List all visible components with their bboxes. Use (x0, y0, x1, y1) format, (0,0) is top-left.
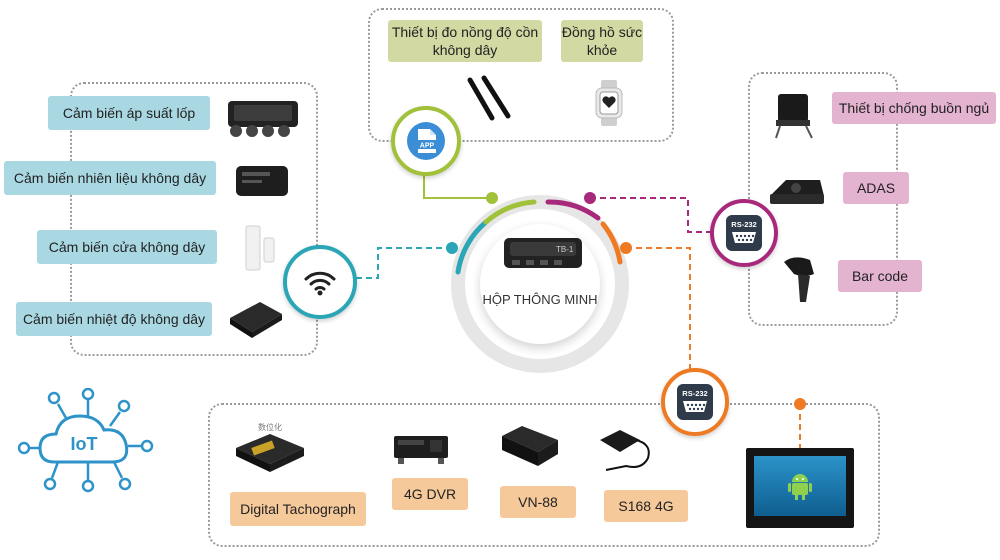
bottom-label-4g-dvr: 4G DVR (392, 478, 468, 510)
svg-text:RS-232: RS-232 (682, 389, 707, 398)
hub-outer-ring (451, 195, 629, 373)
rs232-label-barcode: Bar code (838, 260, 922, 292)
wifi-node (283, 245, 357, 319)
wifi-icon (304, 271, 336, 296)
svg-text:APP: APP (420, 143, 435, 150)
4g-dvr-image (394, 436, 448, 464)
rs232-label-anti-drowsy: Thiết bị chống buồn ngủ (832, 92, 996, 124)
svg-text:IoT: IoT (71, 434, 98, 454)
rs232-connector-icon: RS-232 (677, 384, 713, 420)
rs232-bottom-node: RS-232 (661, 368, 729, 436)
sensor-label-fuel: Cảm biến nhiên liệu không dây (4, 161, 216, 195)
android-display (746, 448, 854, 528)
dot-android-display (794, 398, 806, 410)
android-display-screen (754, 456, 846, 516)
app-label-health-watch: Đồng hồ sức khỏe (561, 20, 643, 62)
svg-text:数位化: 数位化 (258, 422, 282, 432)
fuel-sensor-image (236, 166, 288, 196)
alcohol-tester-image (467, 75, 511, 121)
bottom-label-digital-tachograph: Digital Tachograph (230, 492, 366, 526)
hub-device-image: TB-1 (504, 238, 582, 268)
line-rs232-bottom (626, 247, 691, 372)
hub-arc-app (483, 199, 537, 225)
hub-arc-rs232-bottom (600, 221, 623, 265)
s168-4g-image (600, 430, 650, 471)
app-group-box (368, 8, 674, 142)
app-icon: APP (407, 122, 445, 160)
hub-arc-wifi (455, 219, 489, 275)
vn-88-image (502, 426, 558, 466)
temperature-sensor-image (230, 302, 282, 338)
bottom-label-s168-4g: S168 4G (604, 490, 688, 522)
line-rs232-top (590, 197, 714, 233)
anti-drowsy-device-image (775, 94, 813, 139)
adas-camera-image (770, 180, 824, 204)
app-label-alcohol-tester: Thiết bị đo nồng độ cồn không dây (388, 20, 542, 62)
hub-title: HỘP THÔNG MINH (482, 292, 598, 307)
sensor-label-tire-pressure: Cảm biến áp suất lốp (48, 96, 210, 130)
hub-device-label: TB-1 (556, 245, 574, 254)
tire-pressure-sensor-image (228, 101, 298, 137)
digital-tachograph-image: 数位化 (236, 422, 304, 472)
bottom-label-vn-88: VN-88 (500, 486, 576, 518)
smartwatch-image (595, 80, 623, 126)
sensor-group-box (70, 82, 318, 356)
barcode-scanner-image (784, 257, 814, 302)
app-node: APP (391, 106, 461, 176)
rs232-label-adas: ADAS (843, 172, 909, 204)
rs232-connector-icon: RS-232 (726, 215, 762, 251)
svg-text:RS-232: RS-232 (731, 220, 756, 229)
iot-cloud-icon: IoT (18, 388, 154, 493)
rs232-top-node: RS-232 (710, 199, 778, 267)
bottom-devices-group-box (208, 403, 880, 547)
hub-arc-rs232-top (545, 199, 601, 221)
android-icon (788, 474, 812, 500)
sensor-label-temperature: Cảm biến nhiệt độ không dây (16, 302, 212, 336)
door-sensor-image (245, 225, 275, 271)
line-wifi (346, 247, 452, 279)
sensor-label-door: Cảm biến cửa không dây (37, 230, 217, 264)
